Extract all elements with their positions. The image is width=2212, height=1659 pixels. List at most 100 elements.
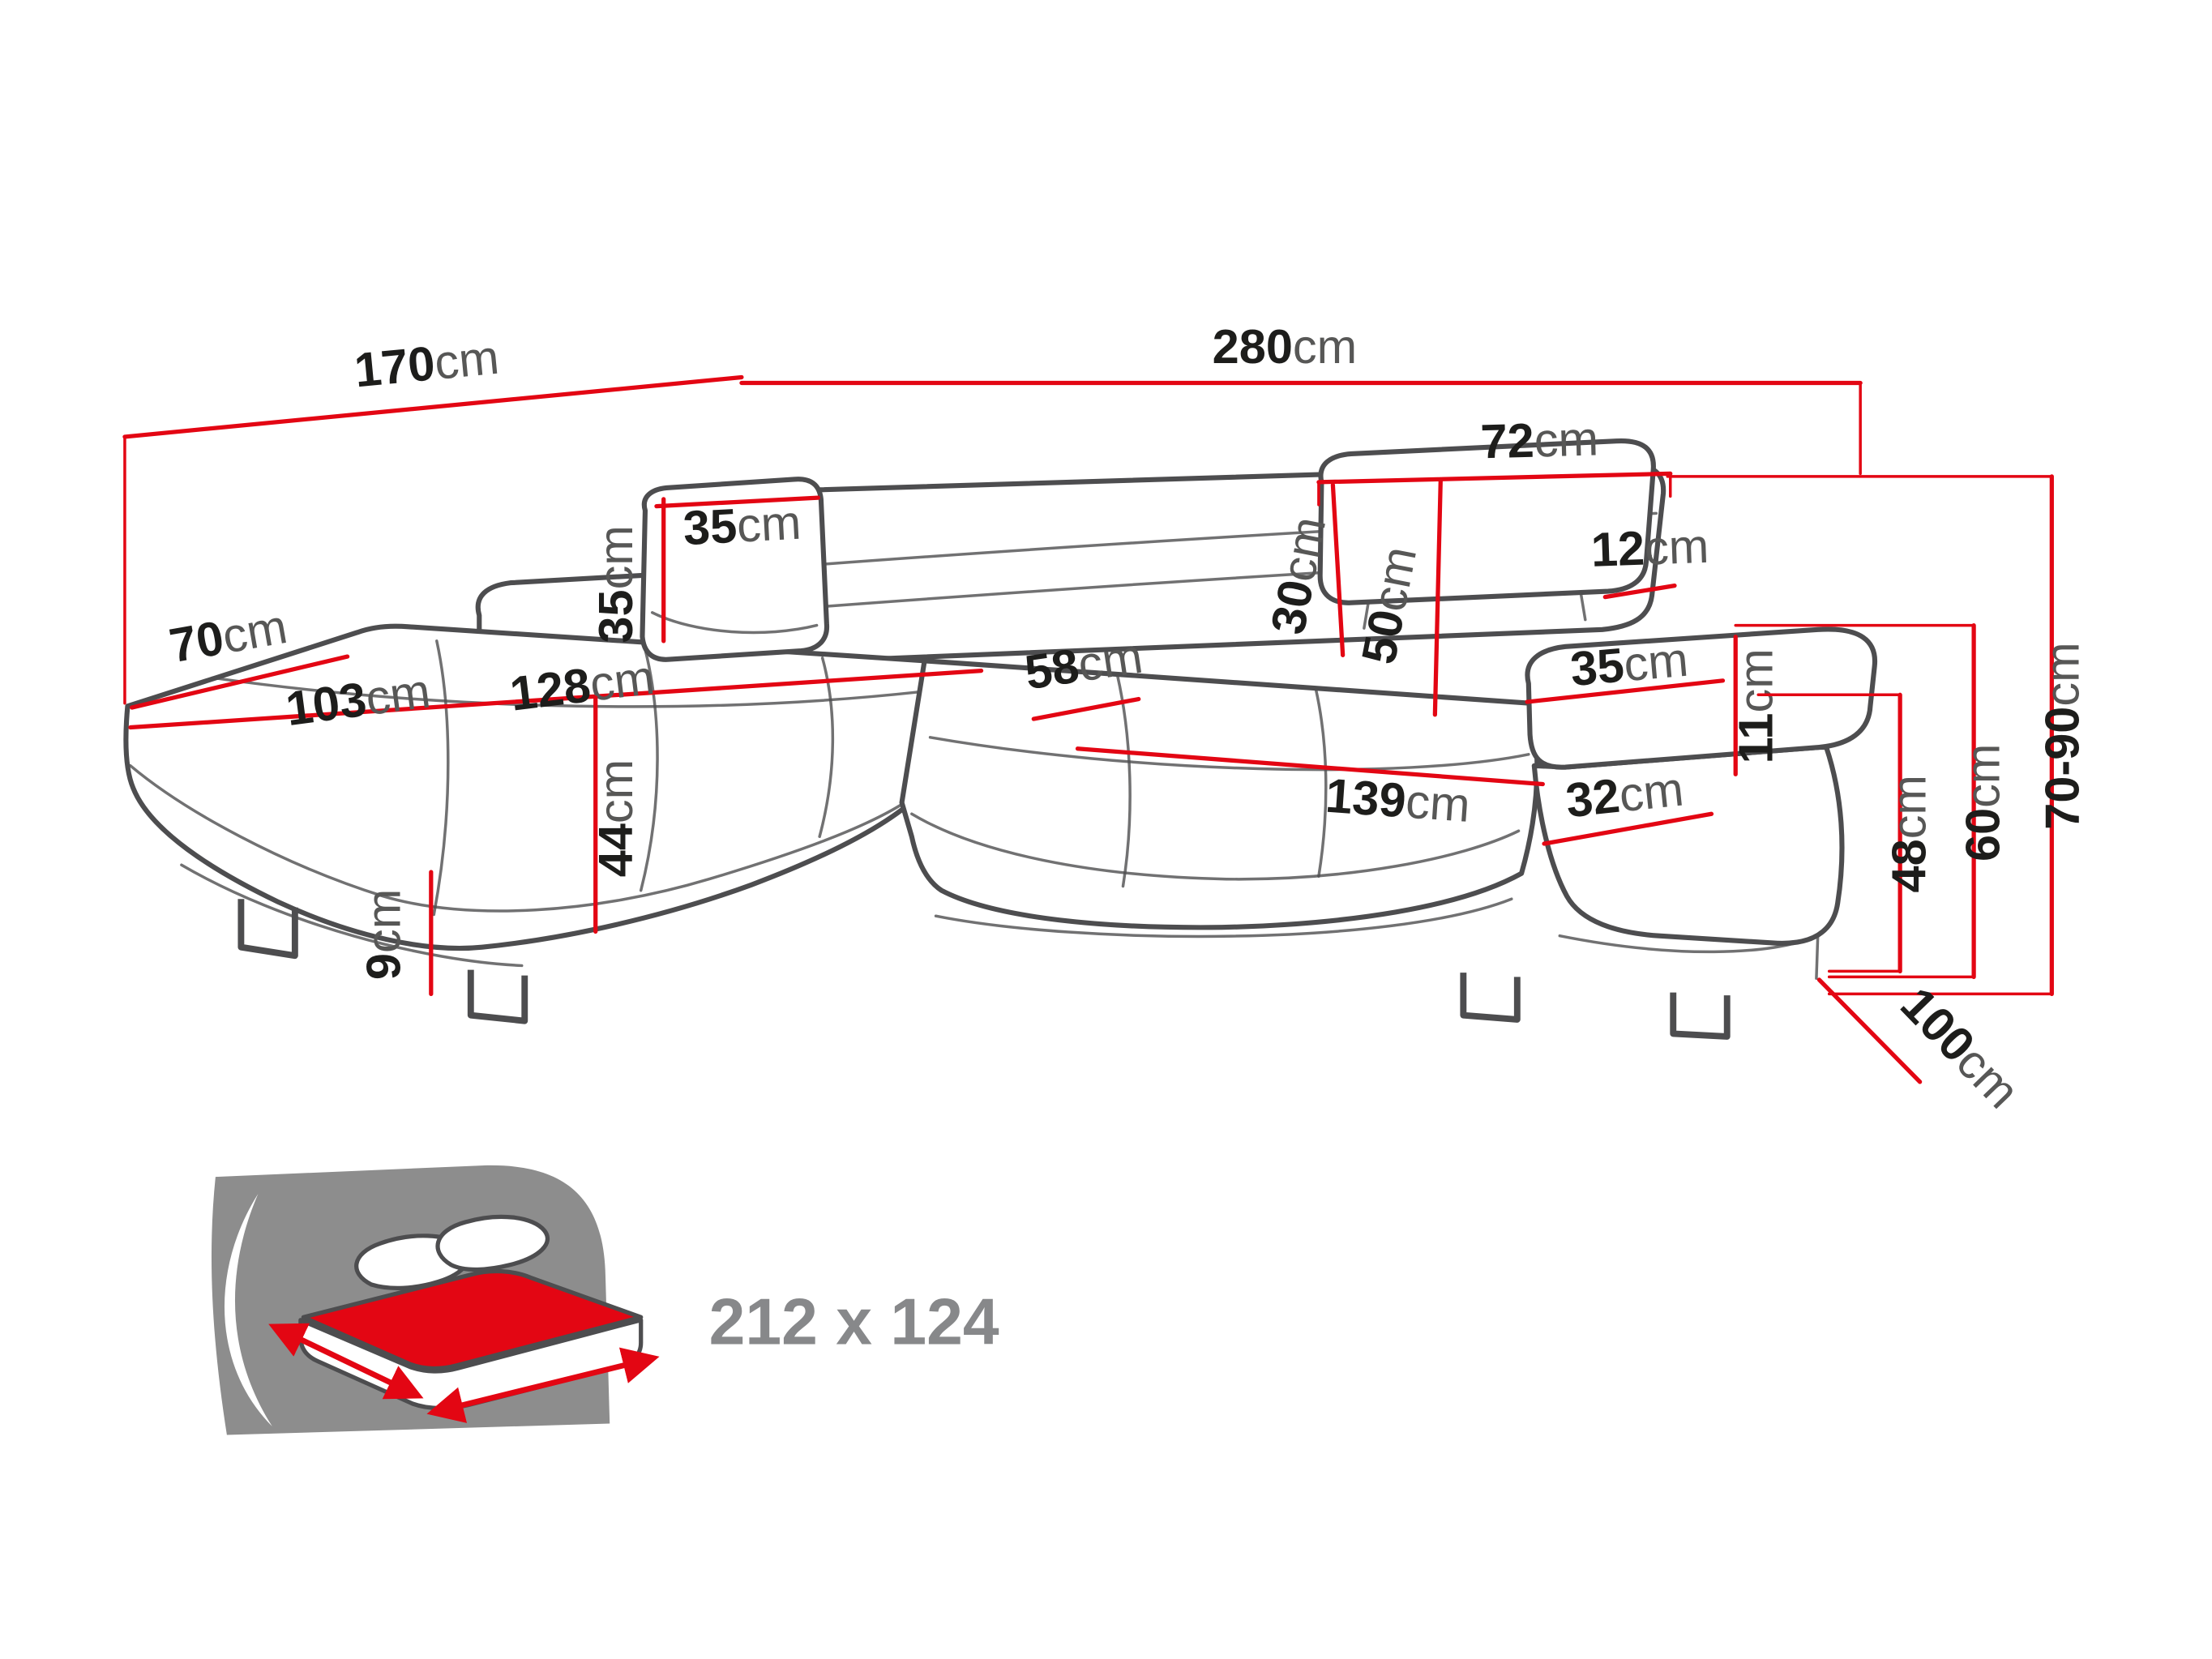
dim-unit: cm	[1293, 319, 1357, 374]
dim-unit: cm	[432, 330, 501, 390]
dim-value: 60	[1956, 808, 2010, 862]
dim-line	[1525, 678, 1726, 704]
dim-value: 139	[1324, 768, 1408, 828]
dim-value: 44	[588, 823, 643, 877]
dim-label: 12cm	[1590, 519, 1710, 577]
dim-label: 128cm	[507, 650, 657, 721]
dim-unit: cm	[1882, 775, 1936, 839]
dim-unit: cm	[1270, 512, 1336, 586]
dim-label: 103cm	[283, 663, 434, 736]
sofa-pillow	[640, 477, 829, 662]
dim-label: 44cm	[588, 759, 643, 877]
dimension-armrest-top: 35cm	[1525, 632, 1726, 704]
sofa-leg	[1460, 973, 1521, 1023]
dim-unit: cm	[588, 759, 643, 823]
seat-quilt-seam	[1115, 673, 1132, 888]
dim-value: 32	[1564, 768, 1623, 828]
armrest-base-line	[1558, 933, 1820, 980]
headrest-hinge	[1363, 601, 1370, 630]
dimension-armrest-width: 32cm	[1542, 761, 1714, 846]
dim-unit: cm	[735, 495, 802, 553]
dim-value: 35	[1568, 638, 1627, 697]
headrest-hinge	[1579, 592, 1587, 622]
chaise-front-seam	[129, 764, 906, 913]
moon-icon	[224, 1194, 272, 1426]
dim-unit: cm	[1644, 519, 1710, 575]
dim-label: 50cm	[1351, 542, 1427, 669]
dim-value: 70	[165, 610, 228, 673]
dimension-chaise-measurements: 103cm 128cm	[128, 650, 984, 736]
dim-unit: cm	[1404, 774, 1472, 832]
dimension-leg-height: 9cm	[356, 870, 434, 997]
dim-label: 280cm	[1213, 319, 1358, 374]
dim-unit: cm	[1622, 632, 1691, 692]
dim-value: 11	[1729, 713, 1783, 764]
dim-value: 48	[1882, 839, 1936, 892]
dim-label: 35cm	[588, 525, 643, 643]
dim-unit: cm	[1616, 761, 1686, 822]
dim-label: 35cm	[1568, 632, 1691, 696]
dimension-armrest-height: 48cm	[1756, 692, 1936, 974]
dim-line	[1330, 482, 1346, 657]
dim-unit: cm	[2035, 642, 2090, 706]
dimension-total-depth: 100cm	[1816, 977, 2030, 1118]
sofa-seat-right	[899, 658, 1540, 930]
dim-value: 70-90	[2035, 707, 2090, 830]
sofa-chaise	[123, 623, 927, 951]
dimension-backrest-total: 60cm	[1734, 622, 2010, 980]
dim-value: 50	[1351, 605, 1414, 669]
dim-unit: cm	[218, 599, 291, 664]
seat-quilt-seam	[1314, 687, 1328, 878]
dim-label: 70-90cm	[2035, 642, 2090, 829]
dim-value: 170	[352, 336, 437, 397]
chaise-quilt-seam	[211, 676, 921, 708]
dimension-chaise-end-width: 70cm	[130, 599, 350, 710]
chaise-quilt-seam	[639, 648, 659, 892]
dimension-corner-seat: 58cm	[1021, 629, 1146, 721]
dim-label: 70cm	[165, 599, 291, 673]
sofa-leg	[1670, 992, 1731, 1040]
sofa-armrest-right-pad	[1525, 626, 1878, 770]
dimension-headrest-width: 72cm	[1316, 412, 1673, 507]
dim-line	[1432, 477, 1443, 717]
chaise-quilt-seam	[432, 639, 450, 917]
dim-unit: cm	[362, 663, 433, 725]
chaise-quilt-seam	[818, 656, 835, 838]
dim-line	[1031, 696, 1141, 721]
dim-label: 11cm	[1729, 648, 1783, 763]
dim-value: 280	[1213, 319, 1293, 374]
dimension-total-height: 70-90cm	[1666, 474, 2090, 997]
bed-illustration	[268, 1214, 660, 1423]
chaise-base-line	[180, 863, 524, 968]
dim-line	[1816, 977, 1923, 1084]
dim-value: 12	[1590, 521, 1645, 577]
dimension-left-depth: 170cm	[122, 330, 744, 705]
dim-value: 9	[356, 953, 410, 980]
dim-line	[128, 668, 984, 730]
dim-label: 170cm	[352, 330, 501, 398]
dimension-seat-height: 44cm	[588, 695, 643, 934]
dimension-pillow-width: 35cm	[654, 495, 821, 556]
dim-label: 32cm	[1564, 761, 1687, 827]
dim-value: 35	[682, 498, 738, 555]
dim-unit: cm	[1956, 744, 2010, 808]
sofa-leg	[467, 969, 528, 1024]
dim-label: 35cm	[682, 495, 802, 556]
dim-line	[1316, 471, 1673, 485]
dim-unit: cm	[587, 650, 657, 712]
dim-line	[1075, 746, 1545, 787]
dim-value: 35	[588, 589, 643, 643]
dimension-headrest-height: 30cm	[1260, 482, 1346, 657]
sleeping-area-size-label: 212 x 124	[709, 1286, 999, 1359]
dim-label: 72cm	[1480, 412, 1599, 469]
dim-value: 58	[1021, 638, 1082, 699]
seat-front-seam	[910, 812, 1521, 881]
dim-line	[130, 654, 350, 710]
dim-label: 100cm	[1890, 977, 2030, 1118]
sleeping-area-icon: 212 x 124	[211, 1165, 2212, 1659]
dim-unit: cm	[1534, 412, 1599, 468]
dim-unit: cm	[1361, 542, 1427, 616]
seat-quilt-seam	[928, 736, 1530, 772]
